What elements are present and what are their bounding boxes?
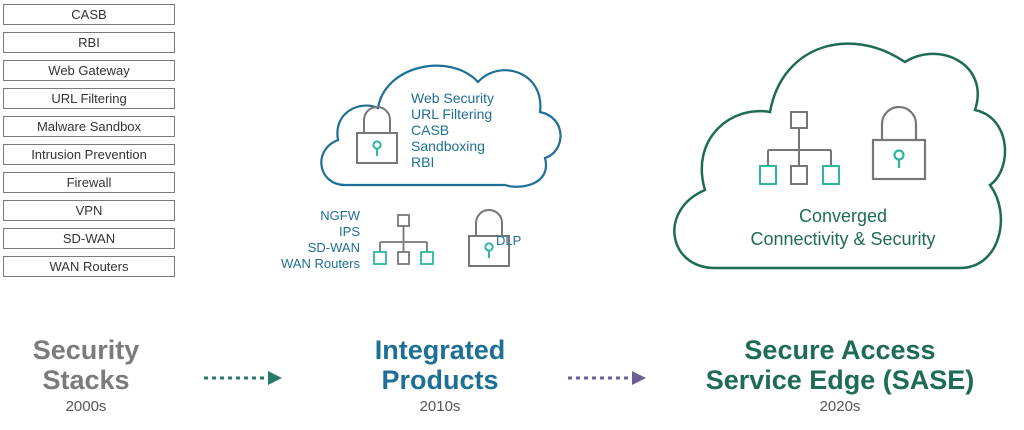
era-2-line1: Integrated — [374, 335, 506, 365]
network-item-ngfw: NGFW — [320, 208, 360, 223]
stack-item-url-filtering: URL Filtering — [3, 88, 175, 109]
era-1-line2: Stacks — [42, 365, 130, 395]
cloud-service-sandboxing: Sandboxing — [411, 138, 485, 154]
network-item-wan-routers: WAN Routers — [281, 256, 360, 271]
era-3-line1: Secure Access — [744, 335, 936, 365]
sase-cloud-icon — [673, 42, 1007, 270]
stack-item-vpn: VPN — [3, 200, 175, 221]
cloud-service-rbi: RBI — [411, 154, 435, 170]
era-3-year: 2020s — [819, 398, 861, 415]
sase-network-tree-icon — [759, 111, 840, 185]
era-2-year: 2010s — [419, 398, 461, 415]
stack-item-intrusion-prevention: Intrusion Prevention — [3, 144, 175, 165]
stack-item-firewall: Firewall — [3, 172, 175, 193]
cloud-service-casb: CASB — [411, 122, 450, 138]
cloud-services-list: Web Security URL Filtering CASB Sandboxi… — [411, 90, 494, 170]
network-items-list: NGFW IPS SD-WAN WAN Routers — [258, 208, 360, 272]
era-3-line2: Service Edge (SASE) — [705, 365, 975, 395]
era-security-stacks: Security Stacks — [6, 335, 166, 395]
stack-item-web-gateway: Web Gateway — [3, 60, 175, 81]
cloud-service-web-security: Web Security — [411, 90, 494, 106]
sase-cloud-line2: Connectivity & Security — [750, 229, 936, 249]
network-tree-icon — [373, 214, 434, 265]
dlp-label: DLP — [496, 233, 522, 248]
arrow-1-icon — [204, 371, 282, 385]
sase-lock-icon — [871, 105, 927, 181]
sase-cloud-line1: Converged — [798, 206, 888, 226]
era-integrated-products: Integrated Products — [330, 335, 550, 395]
cloud-service-url-filtering: URL Filtering — [411, 106, 493, 122]
integrated-cloud-icon — [320, 64, 562, 188]
era-sase: Secure Access Service Edge (SASE) — [680, 335, 1000, 395]
network-item-ips: IPS — [339, 224, 360, 239]
stack-item-wan-routers: WAN Routers — [3, 256, 175, 277]
stack-item-malware-sandbox: Malware Sandbox — [3, 116, 175, 137]
era-2-line2: Products — [381, 365, 499, 395]
stack-item-sd-wan: SD-WAN — [3, 228, 175, 249]
sase-cloud-label: Converged Connectivity & Security — [703, 205, 983, 251]
stack-item-rbi: RBI — [3, 32, 175, 53]
dlp-lock-icon — [468, 209, 510, 267]
era-1-year: 2000s — [65, 398, 107, 415]
era-1-line1: Security — [32, 335, 140, 365]
arrow-2-icon — [568, 371, 646, 385]
cloud-lock-icon — [356, 106, 398, 164]
security-stack-list: CASB RBI Web Gateway URL Filtering Malwa… — [3, 4, 175, 284]
stack-item-casb: CASB — [3, 4, 175, 25]
network-item-sd-wan: SD-WAN — [307, 240, 360, 255]
